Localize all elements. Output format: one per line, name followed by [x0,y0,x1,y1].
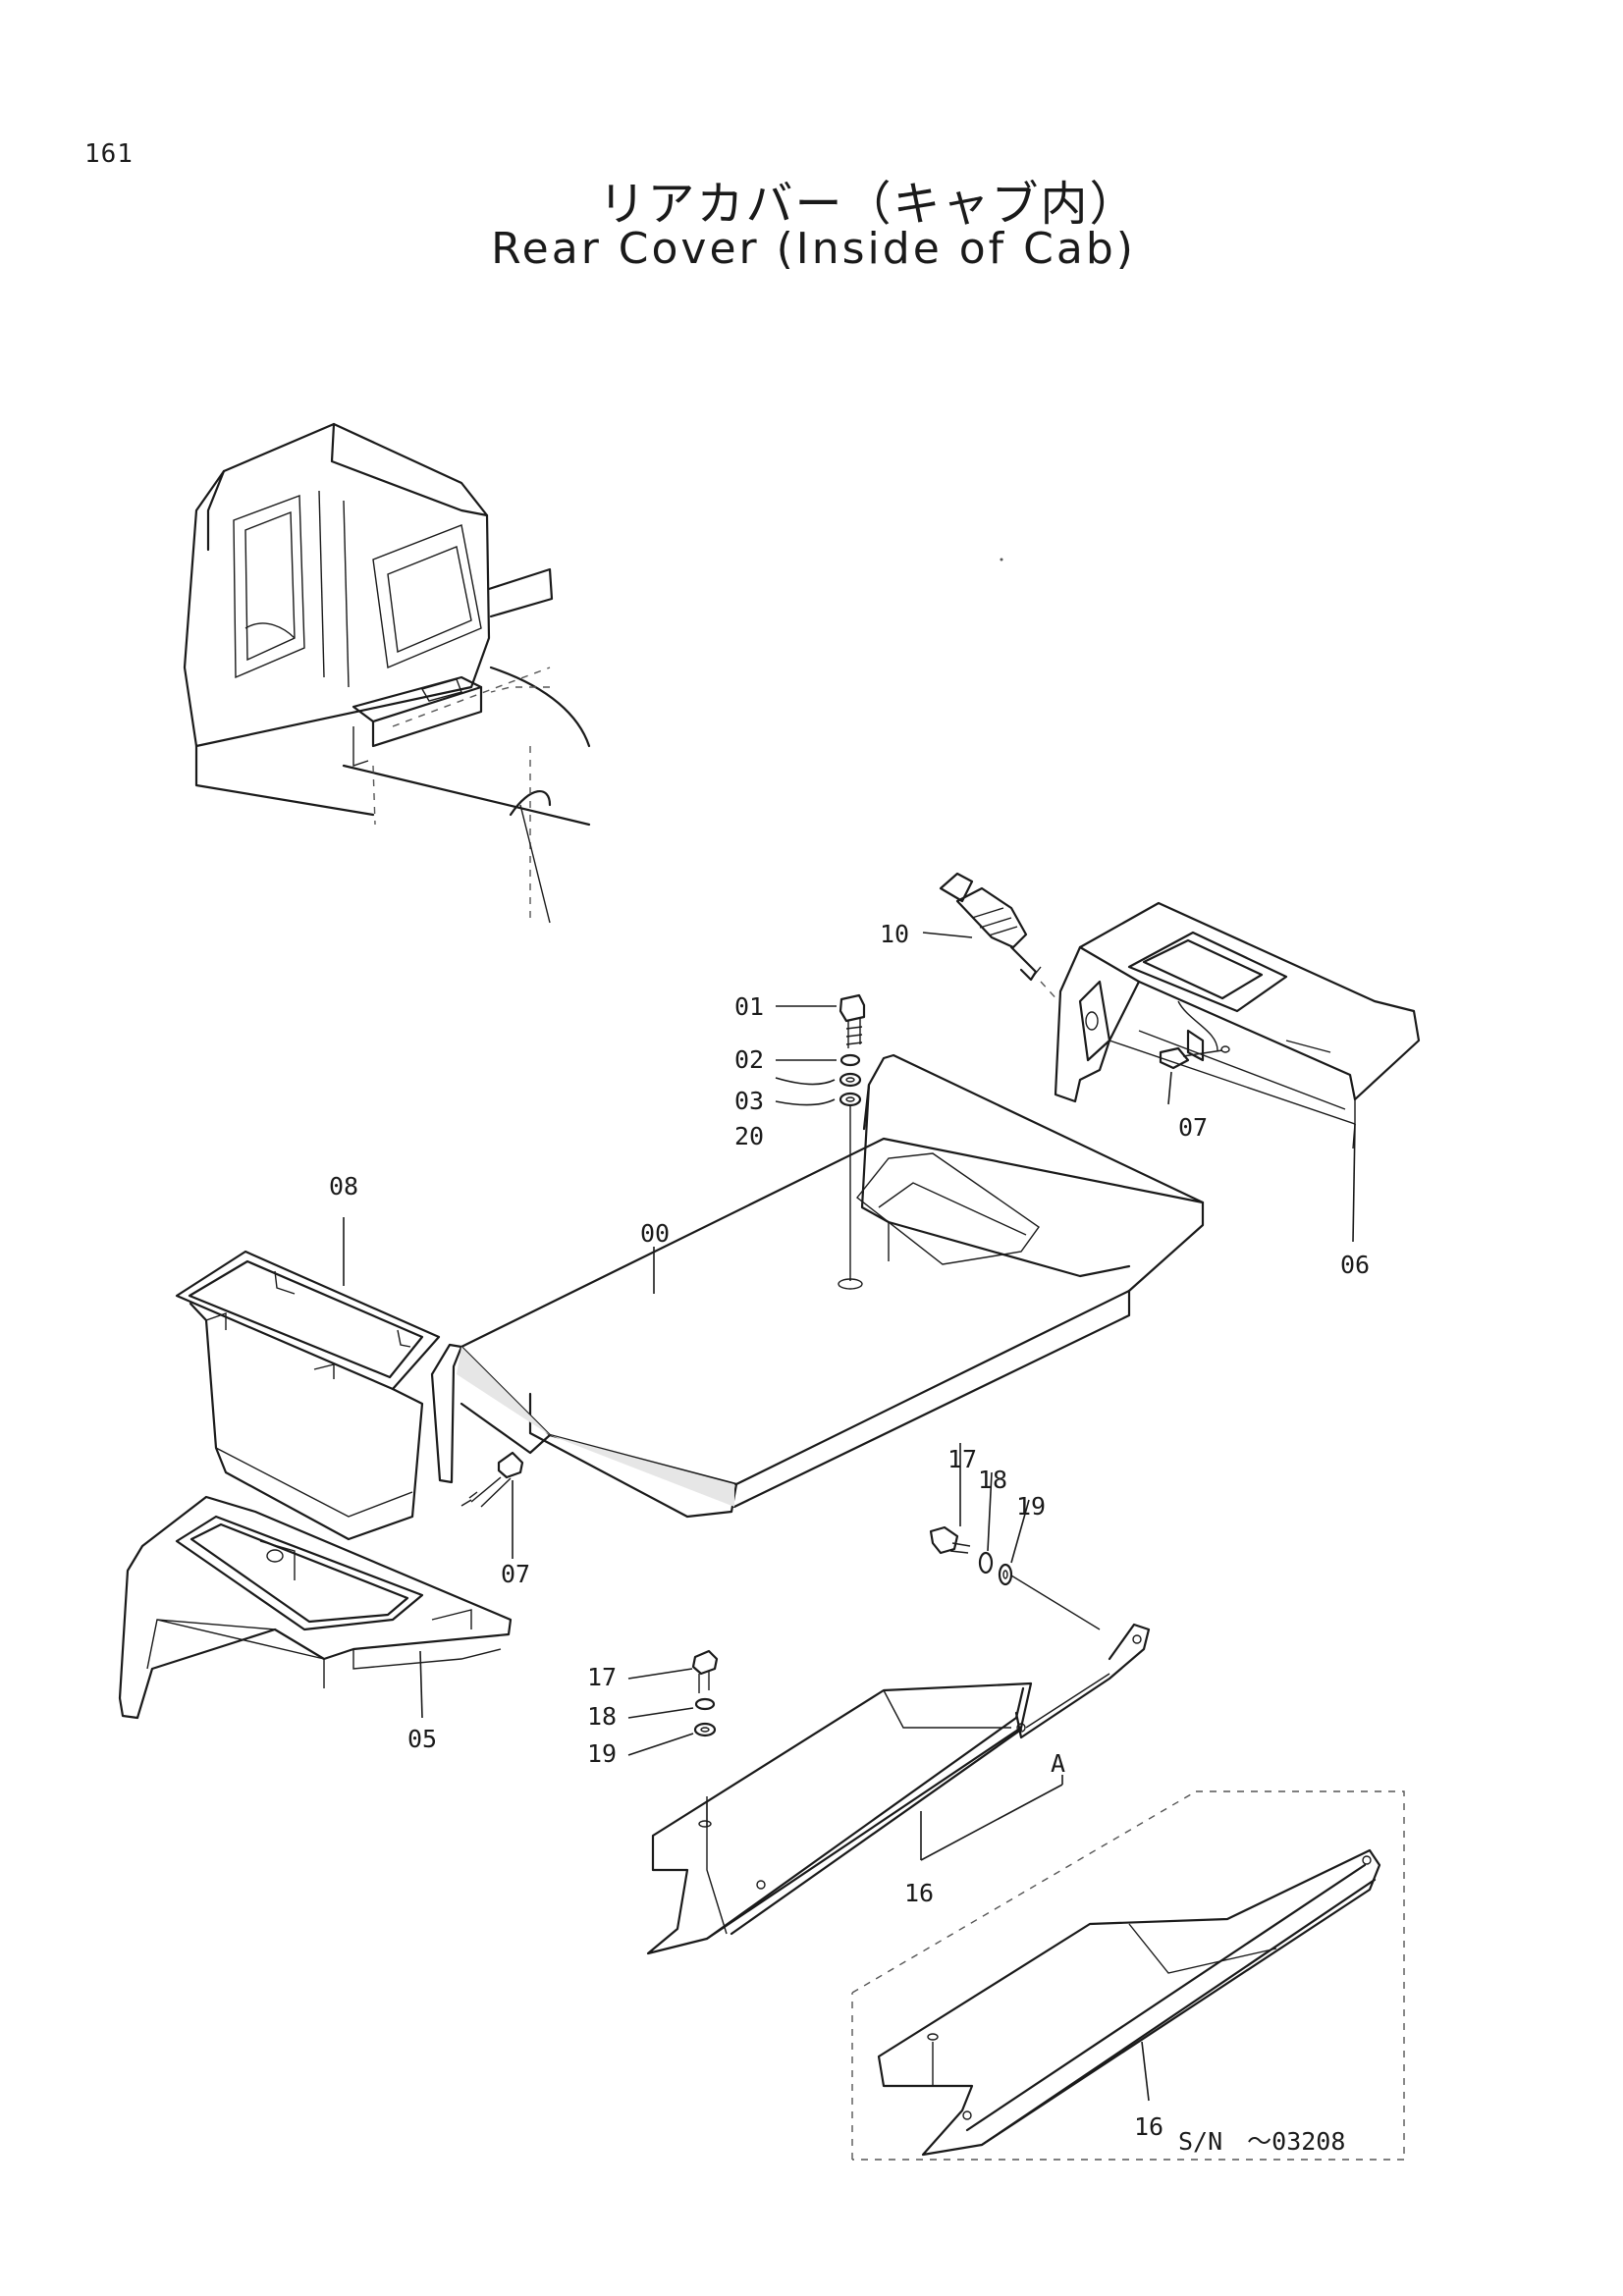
detail-a-box [851,1790,1405,2161]
fastener-stack-01-20 [839,993,866,1107]
cab-overview-illustration [183,422,591,924]
callout-18-right: 18 [978,1466,1007,1494]
callout-00: 00 [640,1219,670,1248]
callout-17-right: 17 [947,1445,977,1473]
leader-lines [343,932,1356,2102]
callout-01: 01 [734,992,764,1021]
bracket-part-05 [118,1495,513,1720]
callout-16-upper: 16 [904,1879,934,1907]
callout-19-right: 19 [1016,1492,1046,1521]
title-english-text: Rear Cover (Inside of Cab) [491,224,1136,274]
serial-number-note: S/N ～03208 [1178,2127,1345,2156]
callout-17-left: 17 [587,1663,617,1691]
detail-label-a: A [1051,1749,1065,1778]
fasteners-17-18-19-left [691,1649,719,1737]
title-english: Rear Cover (Inside of Cab) [0,224,1623,274]
callout-labels: 00 01 02 03 20 10 07 06 08 07 05 17 18 1… [329,920,1370,2156]
title-japanese-text: リアカバー（キャブ内） [598,177,1139,232]
callout-10: 10 [880,920,909,948]
box-part-08 [175,1250,441,1541]
callout-02: 02 [734,1045,764,1074]
callout-07-left: 07 [501,1560,530,1588]
callout-19-left: 19 [587,1739,617,1768]
plate-part-16-upper [646,1623,1151,1955]
callout-08: 08 [329,1172,358,1201]
callout-20: 20 [734,1122,764,1150]
callout-05: 05 [407,1725,437,1753]
plate-part-16-lower [877,1848,1381,2157]
callout-18-left: 18 [587,1702,617,1731]
fasteners-17-18-19-right [929,1525,1101,1630]
callout-16-lower: 16 [1134,2112,1163,2141]
callout-07-right: 07 [1178,1113,1208,1142]
bolt-07-left [460,1451,524,1508]
lock-part-10 [939,872,1061,1004]
callout-03: 03 [734,1087,764,1115]
title-japanese: リアカバー（キャブ内） [0,165,1623,234]
page-number: 161 [84,139,134,169]
callout-06: 06 [1340,1251,1370,1279]
rear-cover-part-00 [430,1053,1205,1519]
right-cover-part-06 [1054,901,1421,1149]
scan-speck [1000,558,1003,561]
